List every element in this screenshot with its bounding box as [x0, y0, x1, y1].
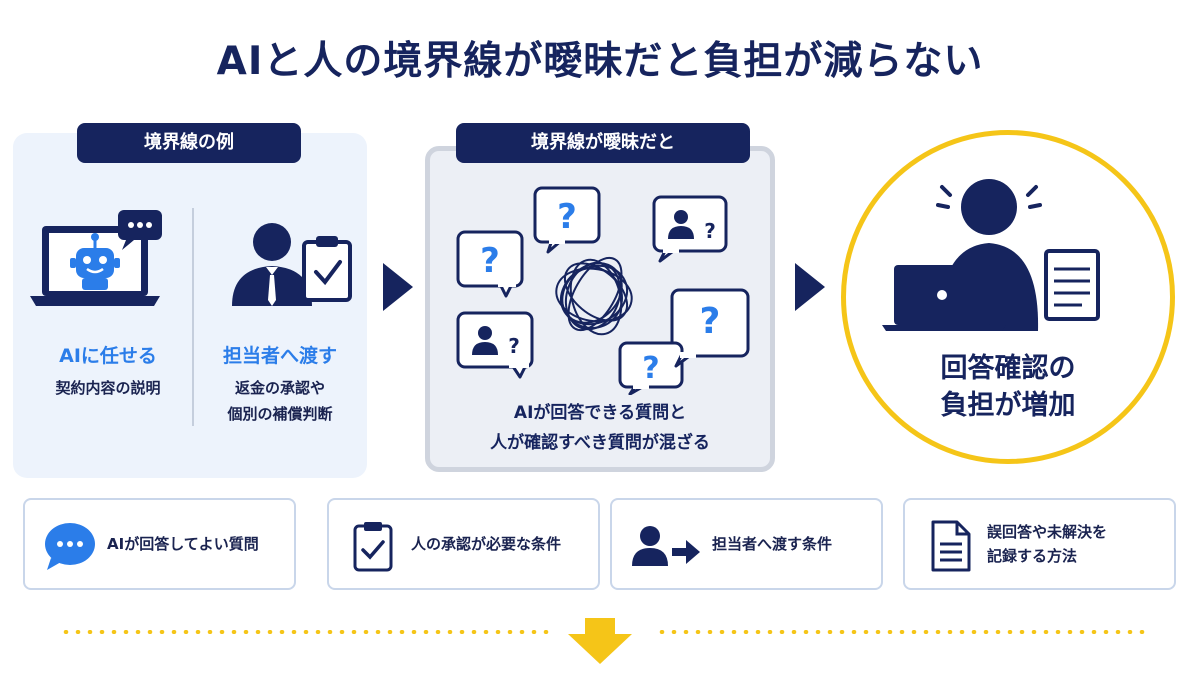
card-ai-answerable: AIが回答してよい質問	[23, 498, 296, 590]
card-text-line: AIが回答してよい質問	[107, 535, 259, 553]
staff-clipboard-icon	[232, 223, 352, 306]
svg-text:?: ?	[700, 301, 721, 342]
card-text-line: 人の承認が必要な条件	[411, 535, 562, 553]
arrow-right-2	[795, 263, 825, 311]
page-title: AIと人の境界線が曖昧だと負担が減らない	[216, 39, 984, 84]
card-text: 人の承認が必要な条件	[411, 500, 561, 588]
boundary-example-tag: 境界線の例	[77, 123, 301, 163]
card-text-line: 担当者へ渡す条件	[712, 535, 833, 553]
dotted-divider-left	[60, 630, 552, 634]
human-desc: 返金の承認や 個別の補償判断	[200, 375, 360, 427]
confusion-cluster-icon: ? ? ? ? ? ?	[456, 186, 750, 395]
ambiguous-caption-line-1: AIが回答できる質問と	[513, 403, 687, 423]
result-line-1: 回答確認の	[940, 353, 1076, 384]
panel-divider	[192, 208, 194, 426]
ambiguous-caption-line-2: 人が確認すべき質問が混ざる	[490, 433, 710, 453]
ambiguous-boundary-tag: 境界線が曖昧だと	[456, 123, 750, 163]
chat-bubble-icon	[45, 523, 95, 570]
svg-text:?: ?	[704, 219, 716, 243]
card-text: AIが回答してよい質問	[107, 500, 259, 588]
svg-text:?: ?	[642, 351, 659, 386]
person-arrow-icon	[632, 526, 700, 566]
card-text: 担当者へ渡す条件	[712, 500, 832, 588]
stressed-worker-icon	[882, 179, 1100, 331]
card-text-line-1: 誤回答や未解決を	[987, 523, 1108, 541]
svg-text:?: ?	[557, 197, 577, 237]
down-arrow-icon	[568, 618, 632, 664]
human-desc-line-1: 返金の承認や	[234, 379, 325, 397]
ai-label: AIに任せる	[59, 345, 157, 367]
document-icon	[931, 520, 971, 572]
card-text-line-2: 記録する方法	[987, 547, 1078, 565]
ai-desc: 契約内容の説明	[26, 375, 190, 401]
card-text: 誤回答や未解決を 記録する方法	[987, 500, 1107, 588]
ai-desc-line: 契約内容の説明	[55, 379, 161, 397]
human-label: 担当者へ渡す	[222, 345, 337, 367]
human-desc-line-2: 個別の補償判断	[227, 405, 333, 423]
card-record-errors: 誤回答や未解決を 記録する方法	[903, 498, 1176, 590]
card-human-approval: 人の承認が必要な条件	[327, 498, 600, 590]
svg-text:?: ?	[508, 334, 520, 358]
clipboard-check-icon	[353, 522, 393, 572]
svg-text:?: ?	[480, 241, 500, 281]
result-line-2: 負担が増加	[940, 390, 1076, 421]
card-handoff: 担当者へ渡す条件	[610, 498, 883, 590]
ambiguous-caption: AIが回答できる質問と 人が確認すべき質問が混ざる	[430, 398, 770, 458]
result-text: 回答確認の 負担が増加	[841, 350, 1175, 424]
arrow-right-1	[383, 263, 413, 311]
robot-laptop-icon	[30, 210, 162, 306]
dotted-divider-right	[656, 630, 1148, 634]
